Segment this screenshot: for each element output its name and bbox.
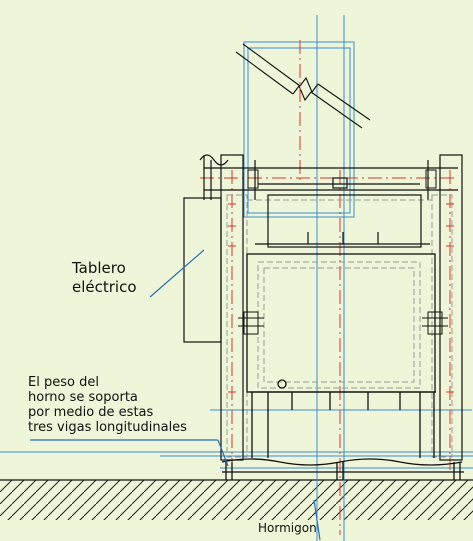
upper-chamber bbox=[255, 194, 430, 248]
annotation-peso-line-1: El peso del bbox=[28, 375, 99, 390]
brackets bbox=[238, 169, 448, 335]
exhaust-cut bbox=[235, 43, 371, 129]
annotation-hormigon: Hormigon bbox=[258, 521, 317, 535]
markers bbox=[228, 200, 454, 396]
annotation-peso-line-3: por medio de estas bbox=[28, 405, 154, 420]
furnace-body bbox=[246, 253, 436, 458]
annotation-peso: El peso del horno se soporta por medio d… bbox=[28, 375, 187, 435]
leader-lines bbox=[30, 249, 321, 541]
annotation-peso-line-4: tres vigas longitudinales bbox=[28, 420, 187, 435]
support-frame bbox=[199, 154, 463, 461]
centerlines bbox=[200, 40, 455, 535]
annotation-peso-line-2: horno se soporta bbox=[28, 390, 138, 405]
annotation-tablero-line-1: Tablero bbox=[72, 259, 126, 277]
ground-hatch bbox=[0, 479, 473, 520]
annotation-tablero: Tablero eléctrico bbox=[72, 259, 137, 297]
base-beams bbox=[221, 458, 464, 480]
annotation-tablero-line-2: eléctrico bbox=[72, 278, 137, 296]
electrical-panel bbox=[183, 197, 222, 343]
